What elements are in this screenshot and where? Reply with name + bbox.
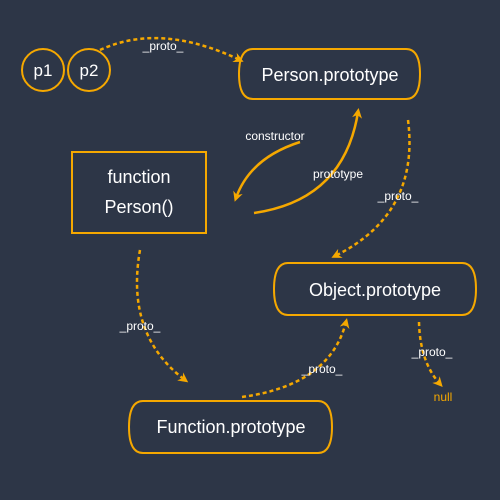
node-p2-label: p2 — [80, 61, 99, 80]
edge-function-person-to-function-prototype: _proto_ — [119, 249, 189, 383]
edge-constructor-label: constructor — [245, 129, 304, 143]
edge-object-prototype-to-null-label: _proto_ — [411, 345, 453, 359]
edge-function-person-to-function-prototype-label: _proto_ — [119, 319, 161, 333]
edge-function-prototype-to-object-prototype-label: _proto_ — [301, 362, 343, 376]
node-person-prototype-label: Person.prototype — [261, 65, 398, 85]
node-person-prototype: Person.prototype — [237, 48, 422, 100]
edge-p2-to-person-prototype-label: _proto_ — [142, 39, 184, 53]
edge-prototype-label: prototype — [313, 167, 363, 181]
edge-prototype: prototype — [253, 108, 363, 215]
edge-function-prototype-to-object-prototype: _proto_ — [241, 318, 350, 399]
null-label: null — [434, 390, 453, 404]
node-p1-label: p1 — [34, 61, 53, 80]
edge-person-prototype-to-object-prototype-label: _proto_ — [377, 189, 419, 203]
node-object-prototype: Object.prototype — [272, 262, 478, 316]
edge-p2-to-person-prototype: _proto_ — [99, 36, 244, 62]
node-p2: p2 — [67, 48, 111, 92]
edge-object-prototype-to-null: _proto_ — [411, 321, 453, 387]
node-object-prototype-label: Object.prototype — [309, 280, 441, 300]
node-function-person: function Person() — [71, 151, 207, 234]
edge-constructor: constructor — [233, 129, 305, 202]
node-function-person-line2: Person() — [104, 197, 173, 217]
node-function-prototype: Function.prototype — [127, 400, 334, 454]
node-p1: p1 — [21, 48, 65, 92]
node-function-person-line1: function — [107, 167, 170, 187]
edge-person-prototype-to-object-prototype: _proto_ — [331, 119, 419, 258]
node-function-prototype-label: Function.prototype — [156, 417, 305, 437]
